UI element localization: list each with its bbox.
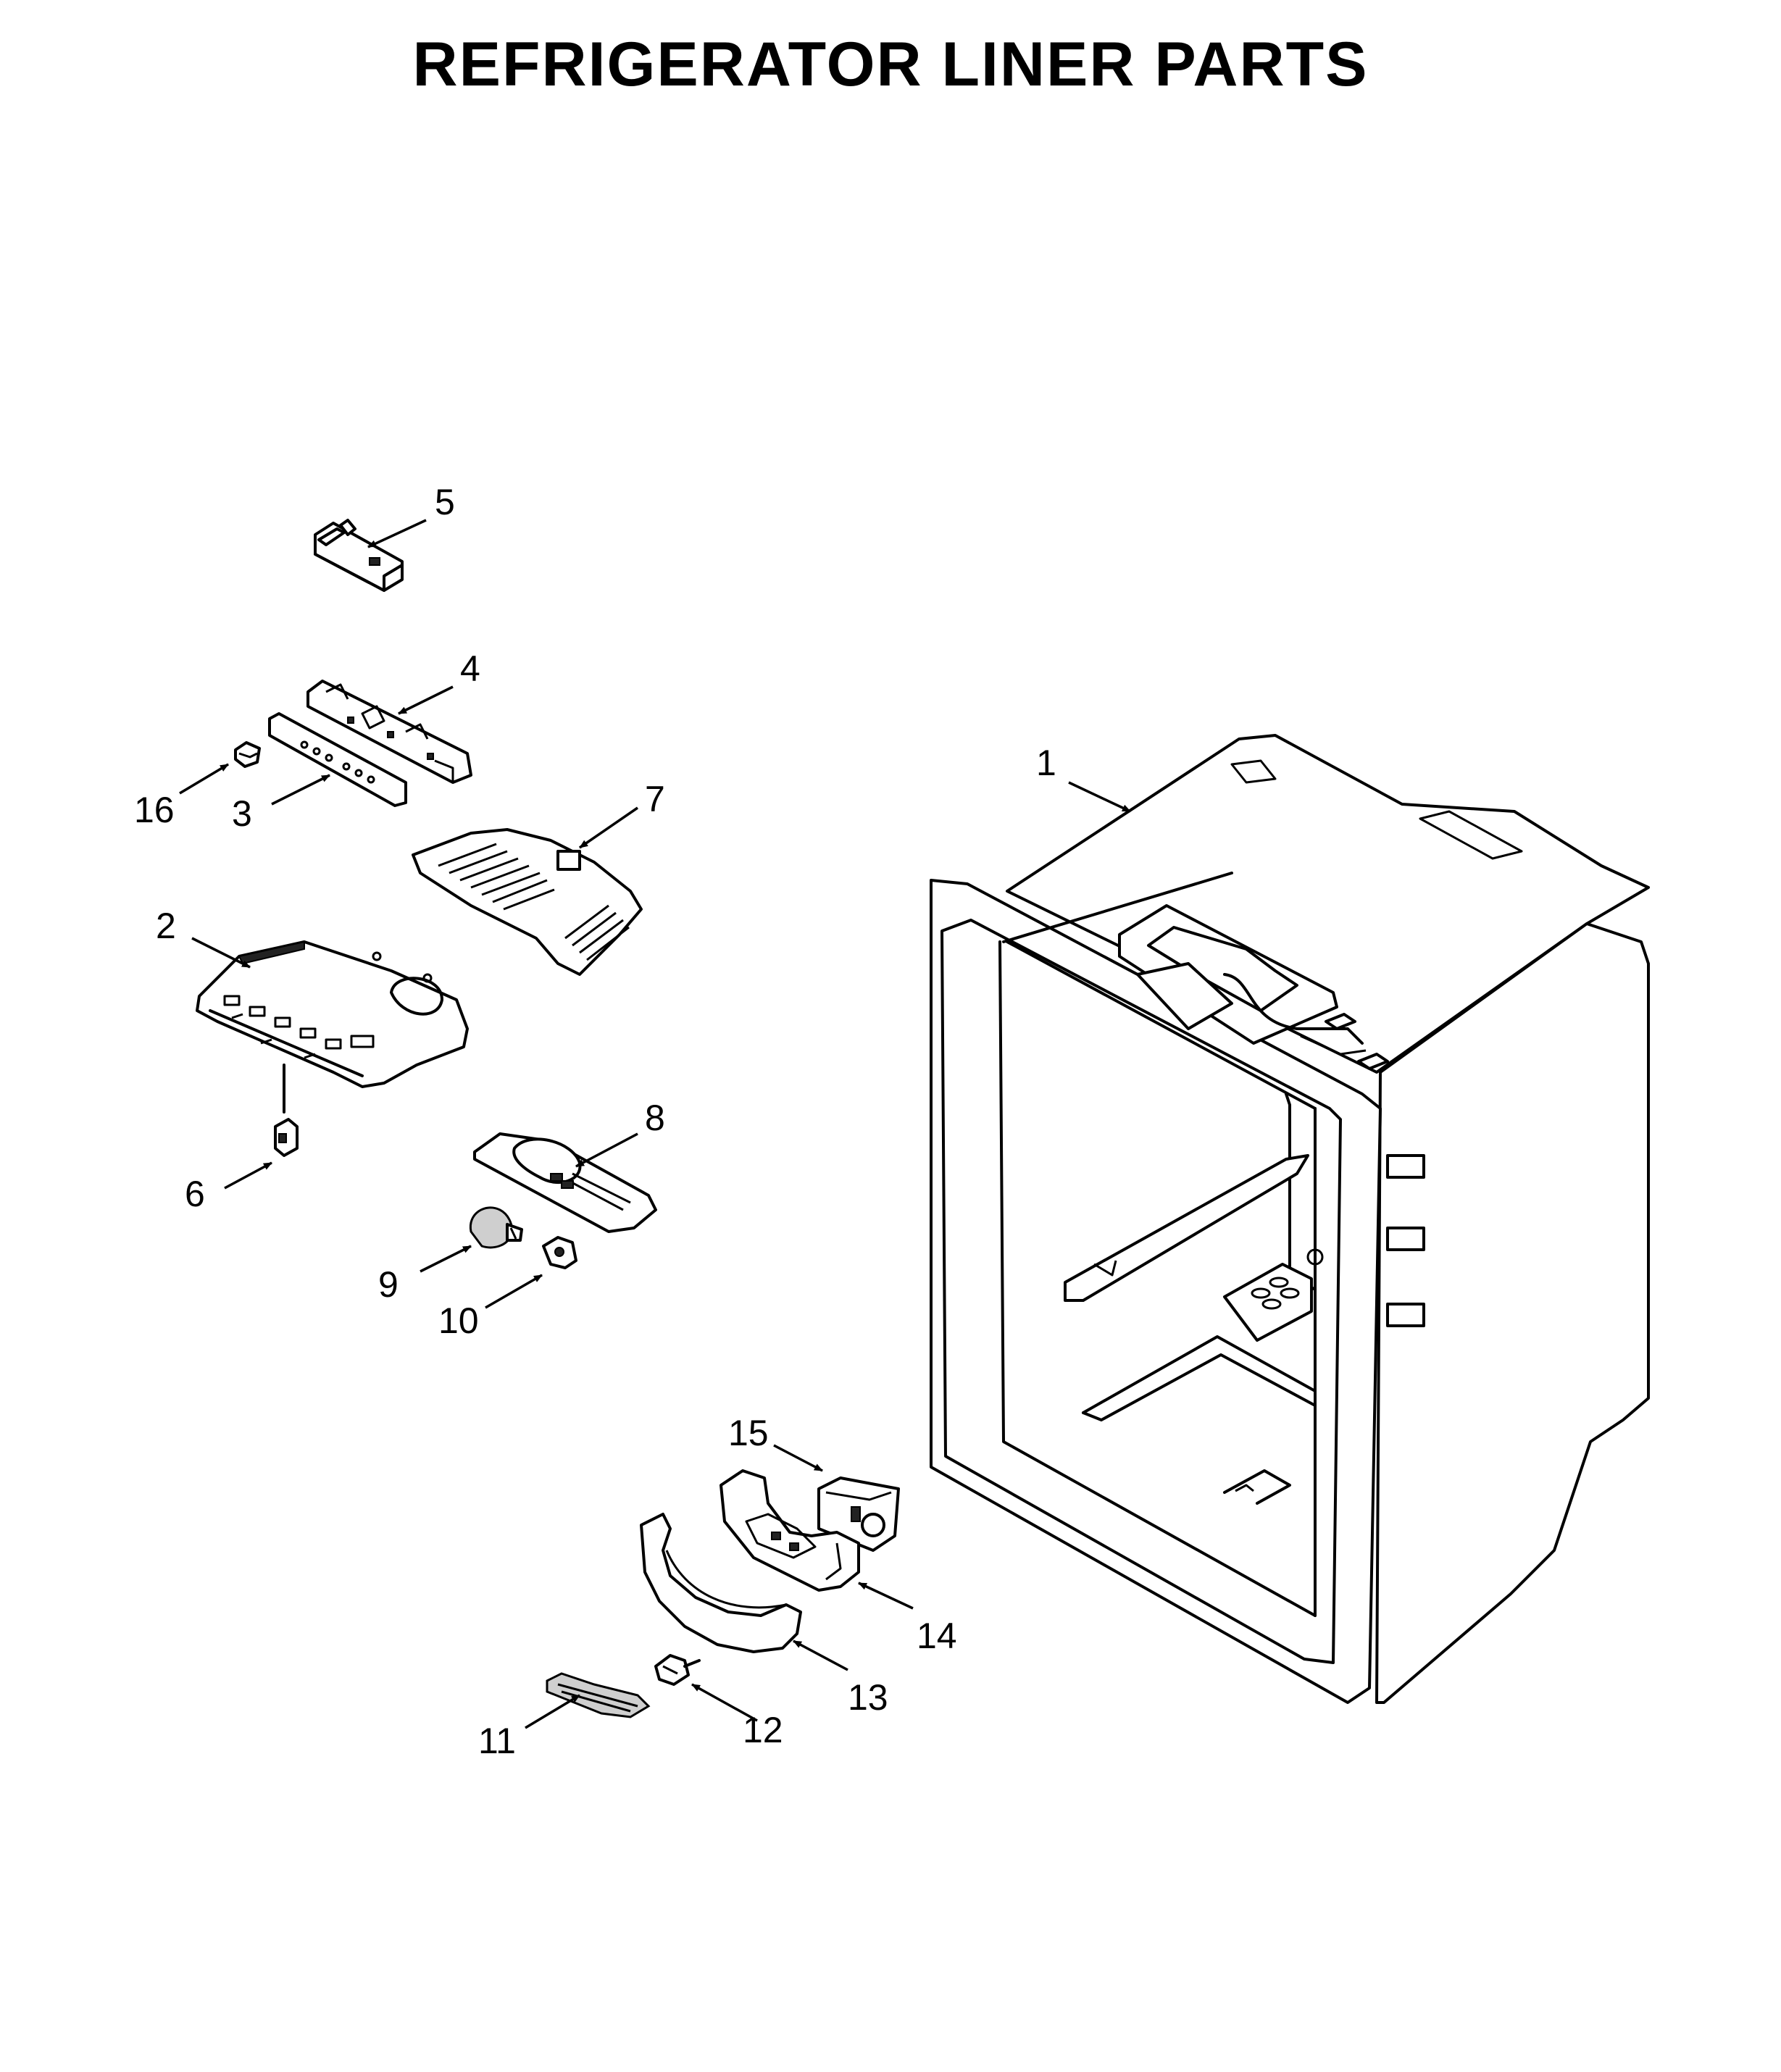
callout-7: 7 xyxy=(645,779,665,819)
callout-10: 10 xyxy=(438,1300,479,1341)
callout-12: 12 xyxy=(743,1710,783,1750)
callout-9: 9 xyxy=(378,1264,399,1305)
fastener-icon[interactable] xyxy=(234,741,261,768)
screw-icon[interactable] xyxy=(654,1654,701,1686)
light-assembly-icon[interactable] xyxy=(720,1469,860,1592)
callout-4: 4 xyxy=(460,648,480,689)
light-housing-icon[interactable] xyxy=(473,1132,657,1233)
control-bracket-icon[interactable] xyxy=(306,680,472,784)
leader-arrows xyxy=(179,519,1131,1729)
switch-icon[interactable] xyxy=(274,1118,299,1157)
light-bulb-icon[interactable] xyxy=(469,1206,523,1249)
callout-8: 8 xyxy=(645,1098,665,1138)
page-title: REFRIGERATOR LINER PARTS xyxy=(412,30,1369,99)
lens-icon[interactable] xyxy=(546,1672,651,1718)
callout-11: 11 xyxy=(478,1721,516,1761)
callout-16: 16 xyxy=(134,790,175,830)
callout-3: 3 xyxy=(232,793,252,834)
callout-6: 6 xyxy=(185,1174,205,1214)
refrigerator-liner-icon[interactable] xyxy=(930,734,1650,1704)
cover-icon[interactable] xyxy=(640,1513,802,1653)
callout-2: 2 xyxy=(156,906,176,946)
callout-15: 15 xyxy=(728,1413,769,1453)
callout-5: 5 xyxy=(435,482,455,522)
callout-13: 13 xyxy=(848,1677,888,1718)
switch-cover-icon[interactable] xyxy=(314,519,404,592)
callout-1: 1 xyxy=(1036,743,1056,783)
control-overlay-icon[interactable] xyxy=(268,712,407,807)
control-housing-icon[interactable] xyxy=(196,940,469,1114)
bulb-socket-icon[interactable] xyxy=(542,1236,577,1269)
air-diffuser-icon[interactable] xyxy=(412,828,643,976)
callout-14: 14 xyxy=(917,1616,957,1656)
